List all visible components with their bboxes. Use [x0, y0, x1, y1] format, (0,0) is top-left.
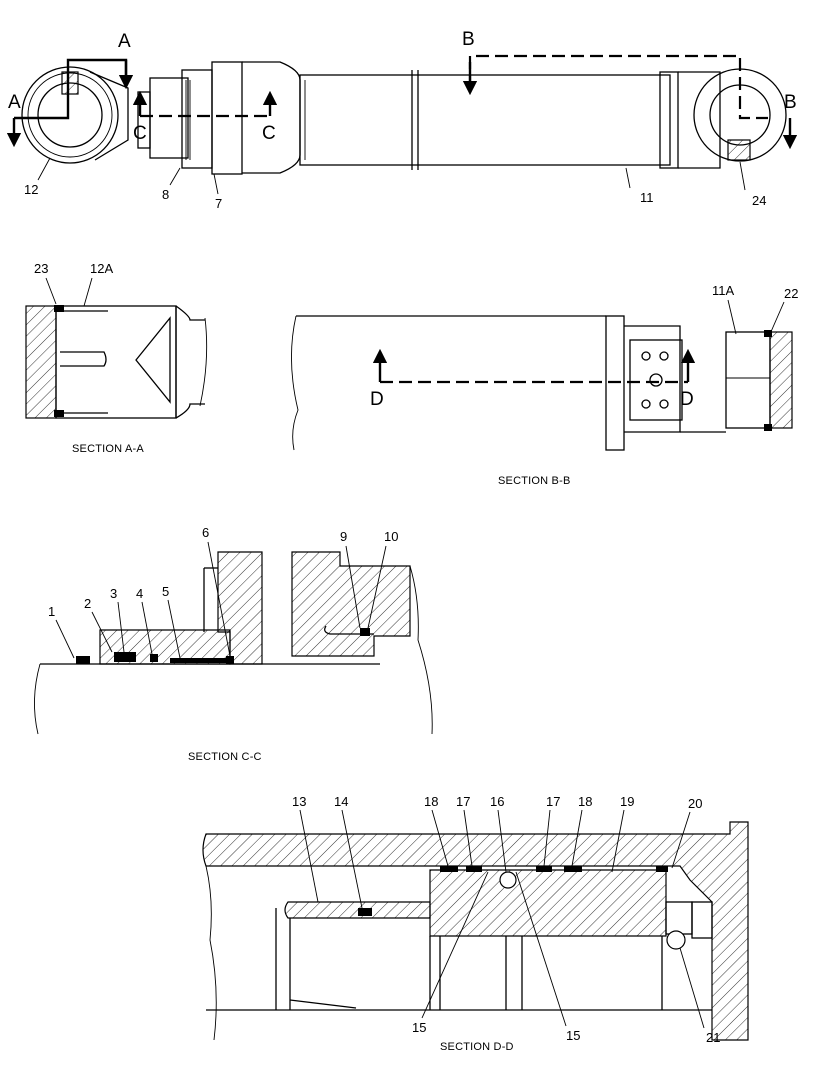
section-d-d-caption: SECTION D-D — [440, 1041, 514, 1053]
section-a-a: 23 12A SECTION A-A — [25, 261, 208, 455]
cylinder-overview: A A C C B B 12 8 7 11 24 — [6, 29, 798, 211]
cut-label-a-left: A — [8, 92, 21, 113]
callout-11a: 11A — [712, 283, 734, 298]
callout-19: 19 — [620, 794, 634, 809]
gland-assembly — [137, 61, 301, 175]
section-b-b: D D 11A 22 SECTION B-B — [291, 283, 798, 487]
callout-11: 11 — [640, 190, 654, 205]
callout-18-left: 18 — [424, 794, 438, 809]
section-a-a-caption: SECTION A-A — [72, 443, 144, 455]
callout-7: 7 — [215, 196, 222, 211]
callout-24: 24 — [752, 193, 766, 208]
callout-15-left: 15 — [412, 1020, 426, 1035]
section-c-c: 1 2 3 4 5 6 9 10 SECTION C-C — [33, 525, 433, 763]
section-c-c-caption: SECTION C-C — [188, 751, 262, 763]
cut-label-a-top: A — [118, 31, 131, 52]
callout-22: 22 — [784, 286, 798, 301]
callout-17-right: 17 — [546, 794, 560, 809]
callout-1: 1 — [48, 604, 55, 619]
section-d-d: 13 14 18 17 16 17 18 19 20 15 15 21 SECT… — [202, 794, 749, 1053]
callout-15-right: 15 — [566, 1028, 580, 1043]
callout-18-right: 18 — [578, 794, 592, 809]
cut-label-c-right: C — [262, 123, 276, 144]
callout-9: 9 — [340, 529, 347, 544]
callout-23: 23 — [34, 261, 48, 276]
cut-label-d-right: D — [680, 389, 694, 410]
callout-13: 13 — [292, 794, 306, 809]
callout-16: 16 — [490, 794, 504, 809]
callout-10: 10 — [384, 529, 398, 544]
cut-label-b-top: B — [462, 29, 475, 50]
callout-17-left: 17 — [456, 794, 470, 809]
cut-label-d-left: D — [370, 389, 384, 410]
callout-21: 21 — [706, 1030, 720, 1045]
callout-8: 8 — [162, 187, 169, 202]
callout-6: 6 — [202, 525, 209, 540]
rod-eye — [21, 66, 129, 164]
section-b-b-caption: SECTION B-B — [498, 475, 571, 487]
callout-12a: 12A — [90, 261, 113, 276]
cut-label-b-right: B — [784, 92, 797, 113]
callout-2: 2 — [84, 596, 91, 611]
callout-3: 3 — [110, 586, 117, 601]
cylinder-tube — [299, 70, 721, 170]
callout-4: 4 — [136, 586, 143, 601]
callout-20: 20 — [688, 796, 702, 811]
callout-12: 12 — [24, 182, 38, 197]
callout-5: 5 — [162, 584, 169, 599]
cut-label-c-left: C — [133, 123, 147, 144]
callout-14: 14 — [334, 794, 348, 809]
